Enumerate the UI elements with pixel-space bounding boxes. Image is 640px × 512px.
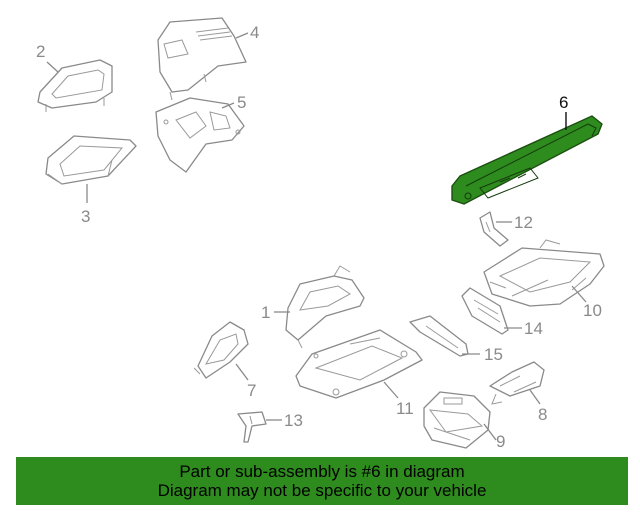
info-banner: Part or sub-assembly is #6 in diagram Di… [16, 457, 628, 505]
callout-9: 9 [496, 432, 505, 451]
callout-4: 4 [250, 23, 259, 42]
leader-11 [383, 381, 399, 399]
part-14-side-trim[interactable] [461, 287, 509, 335]
callout-13: 13 [284, 411, 303, 430]
callout-6: 6 [559, 93, 568, 112]
part-3-console-tray[interactable] [45, 135, 137, 185]
leader-5 [221, 102, 235, 109]
part-2-console-bezel[interactable] [37, 59, 113, 112]
callout-11: 11 [396, 399, 414, 418]
part-7-knee-trim[interactable] [193, 321, 249, 379]
callout-3: 3 [81, 207, 90, 226]
leader-2 [46, 61, 59, 73]
part-9-glove-box[interactable] [423, 391, 491, 449]
leader-10 [571, 285, 587, 303]
leader-8 [529, 389, 541, 405]
callout-14: 14 [524, 319, 543, 338]
part-12-mount-bracket[interactable] [479, 211, 509, 247]
leader-7 [235, 363, 249, 381]
leader-9 [483, 423, 497, 441]
part-13-clip-bracket[interactable] [237, 411, 267, 443]
banner-line-2: Diagram may not be specific to your vehi… [157, 481, 487, 500]
part-11-lower-dash-panel[interactable] [295, 329, 423, 399]
part-10-under-dash-duct[interactable] [483, 239, 605, 307]
callout-7: 7 [247, 381, 256, 400]
part-1-cluster-hood[interactable] [285, 265, 365, 349]
callout-8: 8 [538, 405, 547, 424]
part-8-lower-cover[interactable] [489, 361, 545, 405]
callout-2: 2 [36, 42, 45, 61]
part-5-bracket-frame[interactable] [155, 97, 245, 173]
callout-12: 12 [514, 213, 533, 232]
part-6-dash-trim-panel[interactable] [451, 115, 603, 205]
leader-4 [235, 32, 249, 39]
callout-1: 1 [261, 303, 270, 322]
part-4-shift-cover[interactable] [157, 17, 247, 101]
callout-10: 10 [583, 301, 602, 320]
callout-5: 5 [237, 93, 246, 112]
banner-line-1: Part or sub-assembly is #6 in diagram [179, 462, 465, 481]
callout-15: 15 [484, 345, 503, 364]
part-15-trim-strip[interactable] [409, 315, 469, 357]
